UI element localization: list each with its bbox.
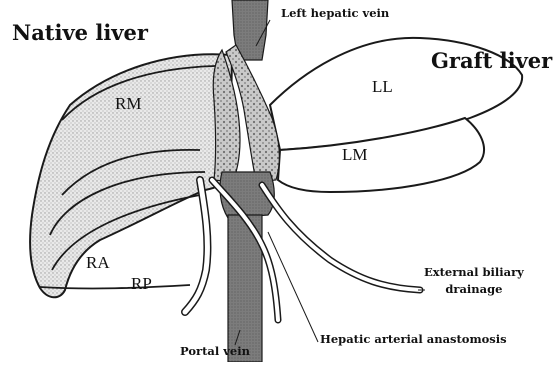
external-biliary-drainage-tube-inner <box>262 185 420 290</box>
external-biliary-drainage-tube <box>262 185 420 290</box>
graft-liver-label: Graft liver <box>431 50 552 71</box>
lm-label: LM <box>342 146 368 163</box>
external-biliary-drainage-label: External biliary drainage <box>424 264 524 297</box>
external-biliary-drainage-line1: External biliary <box>424 265 524 279</box>
ra-label: RA <box>86 254 110 271</box>
native-liver-shape <box>30 54 232 297</box>
native-liver-label: Native liver <box>12 22 148 43</box>
ll-label: LL <box>372 78 393 95</box>
rm-label: RM <box>115 95 141 112</box>
hepatic-arterial-anastomosis-label: Hepatic arterial anastomosis <box>320 334 507 346</box>
external-biliary-drainage-line2: drainage <box>445 282 502 296</box>
left-hepatic-vein-label: Left hepatic vein <box>281 8 389 20</box>
rp-label: RP <box>131 275 152 292</box>
portal-vein-label: Portal vein <box>180 346 250 358</box>
